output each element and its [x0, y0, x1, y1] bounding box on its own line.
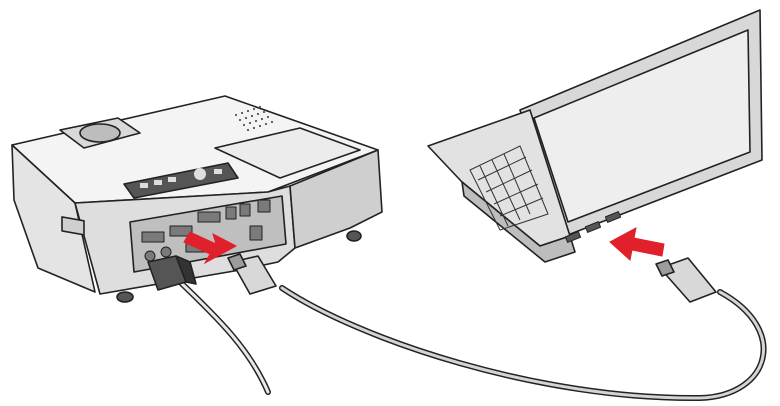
projector-buttons	[140, 168, 222, 188]
projector-side-face	[289, 149, 383, 249]
projector-lens	[79, 123, 121, 143]
cables	[175, 277, 767, 402]
projector-lamp-cover	[214, 127, 361, 179]
power-plug	[147, 255, 197, 291]
laptop-base-side	[461, 181, 576, 263]
vga-connector-laptop	[655, 257, 717, 303]
projector-control-panel	[123, 162, 239, 199]
laptop-ports	[564, 211, 622, 243]
projector-foot-right	[346, 230, 362, 242]
vga-connector-projector	[227, 253, 277, 295]
laptop	[427, 9, 763, 263]
power-cord	[175, 277, 271, 395]
laptop-keyboard	[469, 145, 549, 231]
arrow-to-projector-port	[183, 231, 238, 265]
projector	[11, 95, 383, 303]
laptop-screen	[533, 29, 751, 223]
projector-front-face	[11, 144, 96, 293]
vga-cable	[279, 285, 767, 402]
projector-vent	[234, 105, 274, 132]
projector-foot-left	[116, 291, 134, 303]
projector-side-slot	[61, 216, 85, 236]
arrow-to-laptop-port	[609, 227, 665, 261]
